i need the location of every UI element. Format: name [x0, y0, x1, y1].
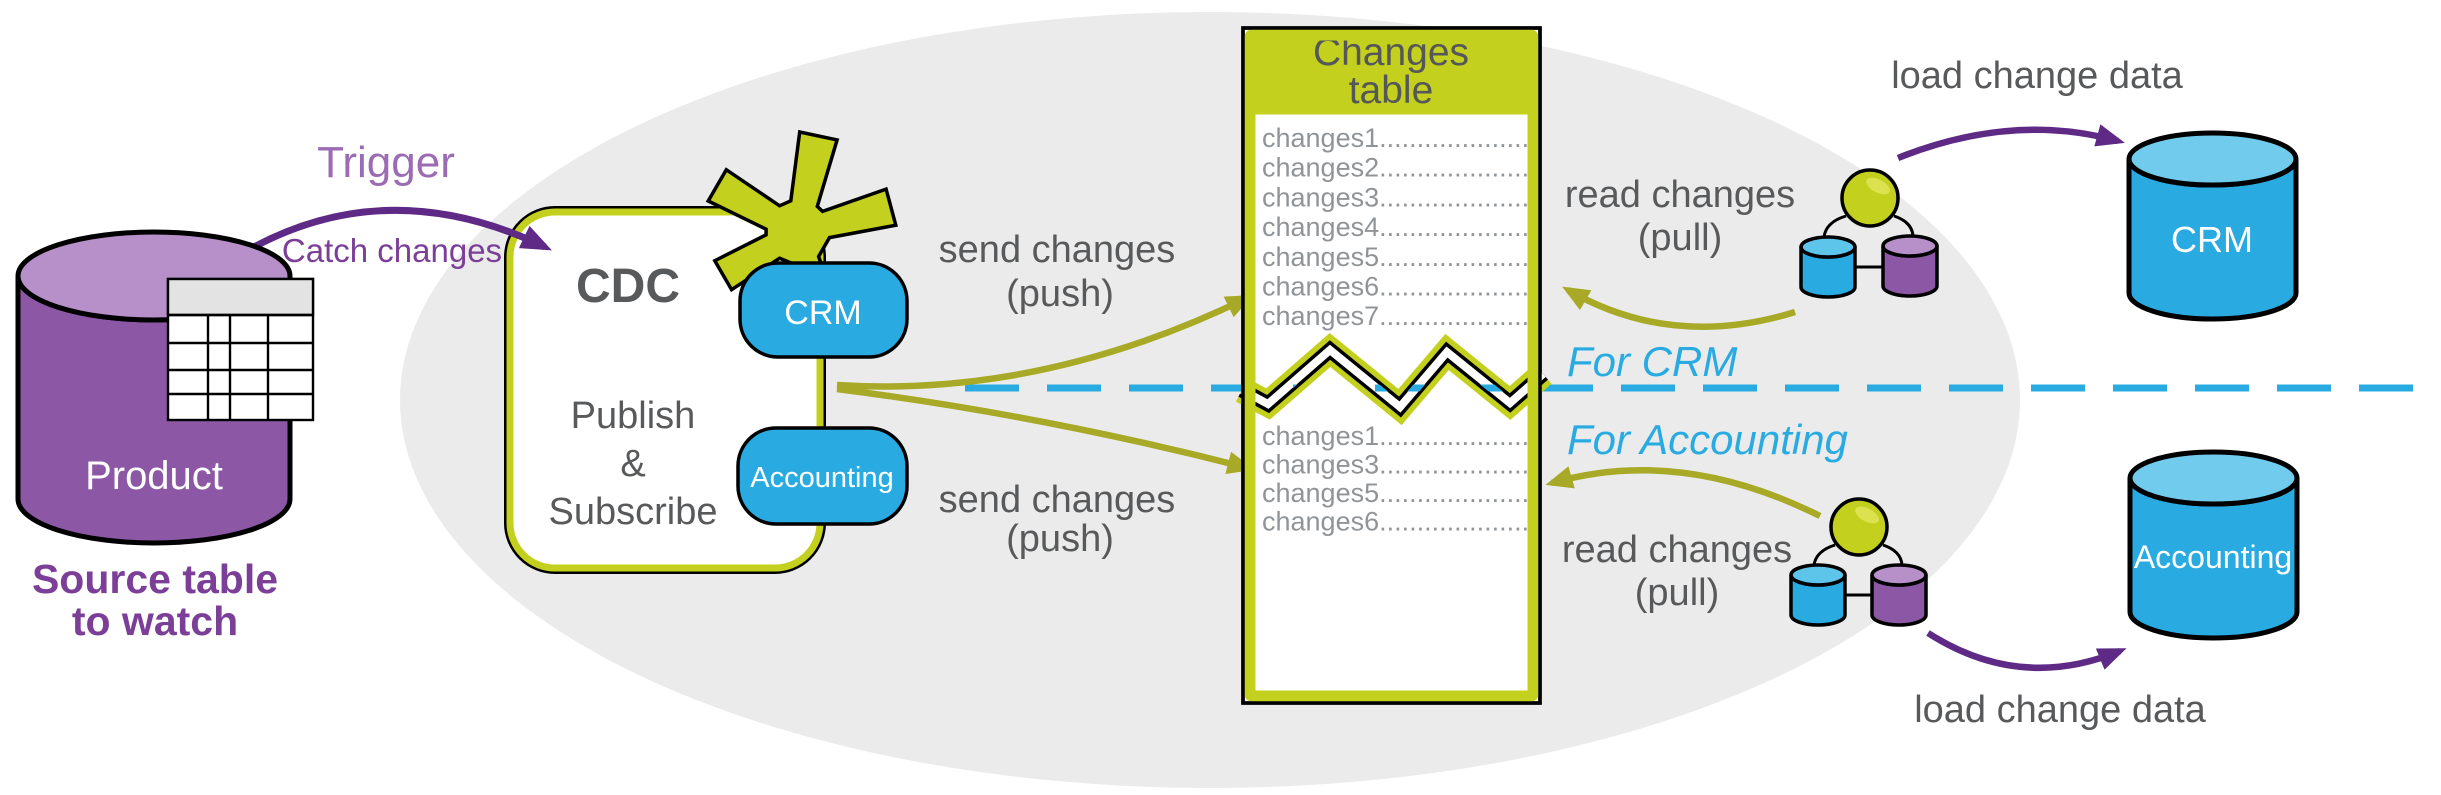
changes-table-header — [1246, 31, 1537, 115]
changes-row: changes3...................... — [1262, 450, 1544, 480]
pull-label-top-line1: read changes — [1565, 174, 1795, 216]
changes-row: changes4...................... — [1262, 212, 1544, 242]
cdc-subtitle-line1: Publish — [571, 395, 696, 437]
load-arrow-bottom — [1926, 630, 2127, 672]
changes-rows-bottom: changes1......................changes3..… — [1262, 421, 1544, 537]
push-label-bottom-line2: (push) — [1006, 518, 1114, 560]
changes-row: changes1...................... — [1262, 123, 1544, 153]
push-label-top-line1: send changes — [939, 229, 1176, 271]
changes-rows-top: changes1......................changes2..… — [1262, 123, 1544, 331]
push-label-top-line2: (push) — [1006, 273, 1114, 315]
accounting-tag: Accounting — [736, 426, 909, 526]
changes-row: changes3...................... — [1262, 182, 1544, 212]
source-database-label: Product — [85, 454, 223, 498]
changes-row: changes7...................... — [1262, 301, 1544, 331]
changes-row: changes2...................... — [1262, 153, 1544, 183]
source-caption-line2: to watch — [72, 598, 238, 644]
accounting-tag-label: Accounting — [750, 462, 894, 494]
changes-row: changes6...................... — [1262, 272, 1544, 302]
changes-table: Changes table changes1..................… — [1235, 26, 1552, 705]
catch-changes-label: Catch changes — [282, 232, 502, 269]
accounting-database-label: Accounting — [2134, 539, 2292, 575]
replication-icon-bottom — [1789, 497, 1928, 627]
load-arrow-top — [1896, 124, 2125, 162]
changes-row: changes5...................... — [1262, 242, 1544, 272]
crm-database-cylinder: CRM — [2126, 130, 2299, 322]
cdc-subtitle-line3: Subscribe — [549, 491, 718, 533]
changes-row: changes5...................... — [1262, 478, 1544, 508]
push-arrow-top — [836, 295, 1254, 390]
send-changes-arrows — [836, 295, 1255, 475]
lane-label-accounting: For Accounting — [1567, 416, 1848, 463]
changes-table-outer-border — [1241, 26, 1542, 705]
crm-tag-label: CRM — [784, 294, 861, 332]
crm-database-label: CRM — [2171, 219, 2253, 260]
pull-label-top-line2: (pull) — [1638, 217, 1722, 259]
accounting-database-cylinder: Accounting — [2127, 449, 2300, 641]
trigger-label: Trigger — [317, 138, 455, 187]
load-label-bottom: load change data — [1914, 689, 2206, 731]
replication-icon-top — [1799, 168, 1939, 299]
load-label-top: load change data — [1891, 55, 2183, 97]
trigger-arrow — [231, 206, 552, 262]
table-tear-zigzag — [1235, 333, 1552, 426]
changes-table-title-line2: table — [1349, 69, 1434, 112]
pull-label-bottom-line1: read changes — [1562, 529, 1792, 571]
changes-row: changes6...................... — [1262, 507, 1544, 537]
pull-label-bottom-line2: (pull) — [1635, 572, 1719, 614]
push-label-bottom-line1: send changes — [939, 479, 1176, 521]
push-arrow-bottom — [836, 385, 1255, 475]
changes-table-inner-border — [1244, 29, 1539, 702]
changes-row: changes1...................... — [1262, 421, 1544, 451]
lane-label-crm: For CRM — [1567, 338, 1737, 385]
cdc-subtitle-line2: & — [620, 443, 645, 485]
source-caption-line1: Source table — [32, 556, 278, 602]
crm-tag: CRM — [738, 261, 909, 359]
pull-arrow-bottom — [1545, 466, 1822, 519]
cdc-title: CDC — [576, 260, 680, 313]
source-table-icon — [166, 277, 315, 422]
pull-arrow-top — [1562, 286, 1796, 330]
